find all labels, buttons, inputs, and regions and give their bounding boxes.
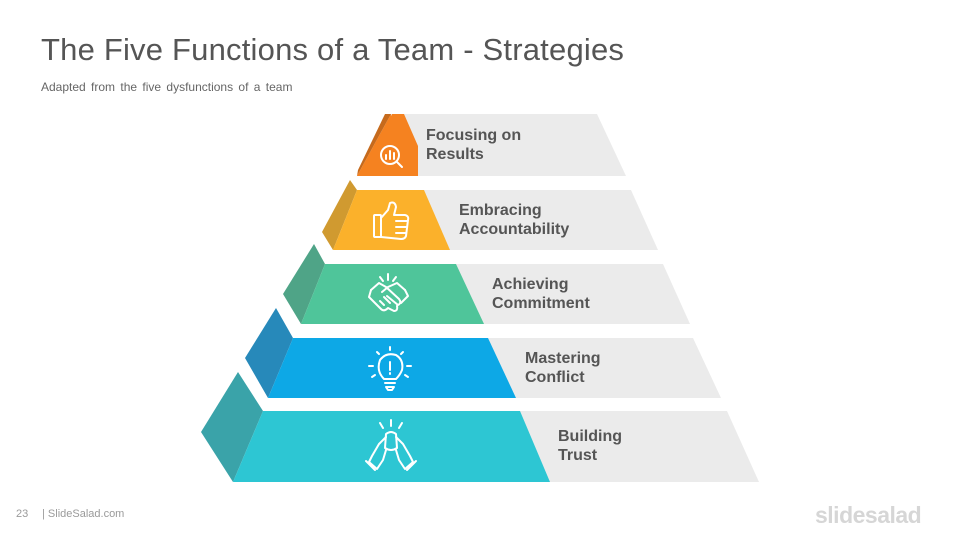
level-label-line1: Focusing on <box>426 127 522 144</box>
pyramid-level-conflict <box>245 308 721 398</box>
level-front <box>233 411 550 482</box>
magnifier-chart-icon <box>380 145 403 168</box>
pyramid-level-commitment <box>283 244 690 324</box>
level-panel <box>486 338 721 398</box>
pyramid-level-trust <box>201 372 759 482</box>
level-label-commitment: Achieving Commitment <box>492 275 590 313</box>
level-label-trust: Building Trust <box>558 427 622 465</box>
clasped-hands-icon <box>365 419 417 471</box>
page-title: The Five Functions of a Team - Strategie… <box>41 32 625 67</box>
brand-logo: slidesalad <box>815 502 922 528</box>
lightbulb-icon <box>368 346 412 391</box>
level-panel <box>454 264 690 324</box>
page-subtitle: Adapted from the five dysfunctions of a … <box>41 80 293 94</box>
level-label-accountability: Embracing Accountability <box>459 201 569 239</box>
level-panel <box>420 190 658 250</box>
level-front <box>268 338 516 398</box>
level-label-line1: Mastering <box>525 350 601 367</box>
handshake-icon <box>368 273 409 312</box>
pyramid-level-accountability <box>322 180 658 250</box>
level-label-line2: Conflict <box>525 369 585 386</box>
level-side <box>245 308 293 398</box>
level-side <box>322 180 357 250</box>
level-front <box>333 190 450 250</box>
level-label-results: Focusing on Results <box>426 126 521 164</box>
level-label-line1: Achieving <box>492 276 569 293</box>
level-side <box>201 372 263 482</box>
level-label-line2: Accountability <box>459 221 570 238</box>
page-number: 23 <box>16 508 29 520</box>
level-label-line1: Embracing <box>459 202 542 219</box>
level-label-conflict: Mastering Conflict <box>525 349 601 387</box>
level-panel <box>518 411 759 482</box>
level-label-line2: Commitment <box>492 295 590 312</box>
level-side <box>357 114 391 176</box>
thumbs-up-icon <box>373 201 410 240</box>
level-side <box>283 244 325 324</box>
level-panel <box>391 114 626 176</box>
footer-site-link[interactable]: | SlideSalad.com <box>42 508 125 520</box>
level-label-line1: Building <box>558 428 622 445</box>
level-label-line2: Results <box>426 146 484 163</box>
level-label-line2: Trust <box>558 447 598 464</box>
